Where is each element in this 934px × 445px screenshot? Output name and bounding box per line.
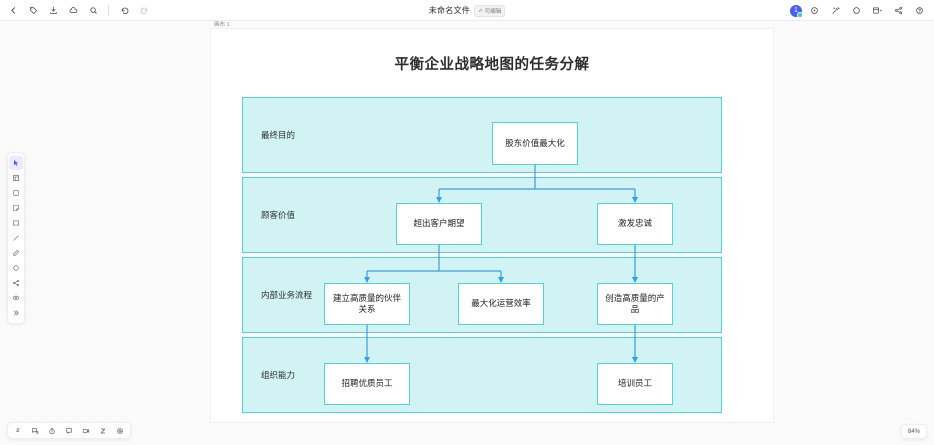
document-title[interactable]: 未命名文件	[428, 6, 471, 15]
circle-icon[interactable]	[847, 2, 865, 20]
node-build-partnerships-label: 建立高质量的伙伴关系	[332, 292, 401, 314]
top-toolbar-right-group: 1	[790, 0, 928, 21]
layout-icon[interactable]	[868, 2, 886, 20]
band-label-internal-process: 内部业务流程	[261, 290, 313, 300]
band-ultimate-goal[interactable]: 最终目的	[242, 97, 722, 173]
node-create-quality-products-label: 创造高质量的产品	[605, 292, 665, 314]
pen-tool[interactable]	[9, 246, 23, 260]
node-inspire-loyalty-label: 激发忠诚	[617, 218, 652, 229]
share-icon[interactable]	[889, 2, 907, 20]
diagram-title: 平衡企业战略地图的任务分解	[394, 57, 590, 73]
line-tool[interactable]	[9, 231, 23, 245]
top-toolbar: 未命名文件 可编辑 1	[0, 0, 934, 21]
magic-wand-icon[interactable]	[826, 2, 844, 20]
node-build-partnerships[interactable]: 建立高质量的伙伴关系	[324, 283, 410, 325]
undo-icon[interactable]	[115, 1, 133, 19]
zen-mode-icon[interactable]	[97, 425, 109, 437]
infinite-canvas[interactable]: 画布 1 平衡企业战略地图的任务分解 最终目的 顾客价值 内部业务流程 组织能力	[0, 21, 934, 445]
tag-icon[interactable]	[24, 1, 42, 19]
more-tools[interactable]	[9, 306, 23, 320]
node-train-staff[interactable]: 培训员工	[597, 363, 673, 405]
target-icon[interactable]	[805, 2, 823, 20]
document-page[interactable]: 平衡企业战略地图的任务分解 最终目的 顾客价值 内部业务流程 组织能力	[211, 29, 773, 422]
node-recruit-quality-staff-label: 招聘优质员工	[341, 378, 393, 389]
pencil-icon	[479, 8, 483, 12]
band-label-customer-value: 顾客价值	[261, 210, 296, 220]
comment-icon[interactable]	[29, 425, 41, 437]
cursor-mode-icon[interactable]	[12, 425, 24, 437]
node-inspire-loyalty[interactable]: 激发忠诚	[597, 203, 673, 245]
canvas-tab-label[interactable]: 画布 1	[214, 22, 230, 28]
node-maximize-efficiency-label: 最大化运营效率	[471, 298, 531, 309]
connector-tool[interactable]	[9, 276, 23, 290]
node-train-staff-label: 培训员工	[617, 378, 652, 389]
node-create-quality-products[interactable]: 创造高质量的产品	[597, 283, 673, 325]
document-title-group: 未命名文件 可编辑	[0, 0, 934, 21]
video-icon[interactable]	[80, 425, 92, 437]
timer-icon[interactable]	[46, 425, 58, 437]
band-label-ultimate-goal: 最终目的	[261, 130, 296, 140]
zoom-level-badge[interactable]: 84%	[901, 424, 927, 439]
search-icon[interactable]	[84, 1, 102, 19]
node-shareholder-value[interactable]: 股东价值最大化	[492, 122, 578, 165]
mention-icon[interactable]	[114, 425, 126, 437]
rectangle-tool[interactable]	[9, 216, 23, 230]
document-status-label: 可编辑	[484, 8, 502, 15]
circle-tool[interactable]	[9, 261, 23, 275]
redo-icon[interactable]	[135, 1, 153, 19]
bottom-tool-rail	[7, 422, 131, 439]
document-status-badge[interactable]: 可编辑	[474, 4, 506, 17]
node-exceed-expectations[interactable]: 超出客户期望	[396, 203, 482, 245]
help-icon[interactable]	[910, 2, 928, 20]
node-shareholder-value-label: 股东价值最大化	[505, 137, 565, 148]
chat-icon[interactable]	[63, 425, 75, 437]
node-exceed-expectations-label: 超出客户期望	[413, 218, 465, 229]
eye-tool[interactable]	[9, 291, 23, 305]
avatar[interactable]: 1	[790, 4, 803, 18]
toolbar-divider	[108, 4, 109, 16]
node-recruit-quality-staff[interactable]: 招聘优质员工	[324, 363, 410, 405]
table-tool[interactable]	[9, 171, 23, 185]
select-tool[interactable]	[9, 156, 23, 170]
top-toolbar-left-group	[0, 1, 153, 19]
save-icon[interactable]	[44, 1, 62, 19]
node-maximize-efficiency[interactable]: 最大化运营效率	[458, 283, 544, 325]
left-tool-rail	[7, 152, 25, 324]
back-icon[interactable]	[4, 1, 22, 19]
sticky-note-tool[interactable]	[9, 201, 23, 215]
shape-tool[interactable]	[9, 186, 23, 200]
band-label-org-capability: 组织能力	[261, 370, 296, 380]
cloud-icon[interactable]	[64, 1, 82, 19]
